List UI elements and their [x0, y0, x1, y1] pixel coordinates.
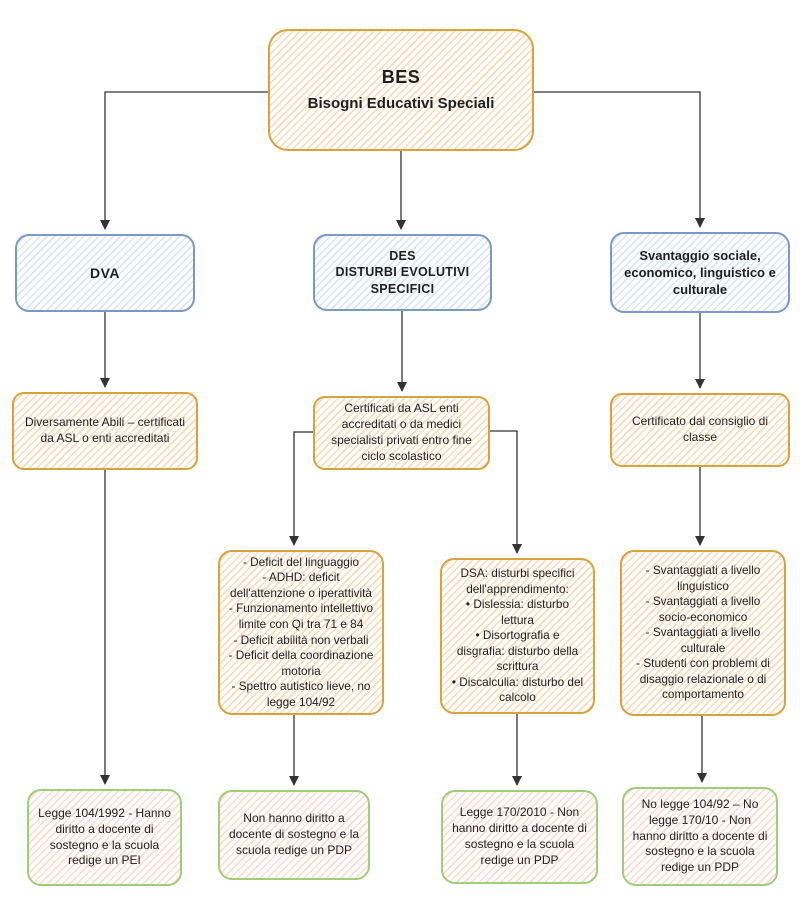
edge-bes-svantaggio	[534, 91, 705, 228]
node-des-altri-label: - Deficit del linguaggio - ADHD: deficit…	[228, 554, 374, 709]
node-outcome-dsa-label: Legge 170/2010 - Non hanno diritto a doc…	[452, 805, 587, 867]
node-outcome-svantaggio-label: No legge 104/92 – No legge 170/10 - Non …	[632, 796, 768, 875]
node-des-altri: - Deficit del linguaggio - ADHD: deficit…	[218, 550, 384, 715]
node-dva-cert: Diversamente Abili – certificati da ASL …	[12, 392, 198, 470]
node-dva-cert-label: Diversamente Abili – certificati da ASL …	[24, 415, 186, 445]
node-dva-label: DVA	[89, 264, 121, 281]
node-outcome-des-altri: Non hanno diritto a docente di sostegno …	[218, 790, 370, 880]
node-outcome-dsa: Legge 170/2010 - Non hanno diritto a doc…	[441, 790, 598, 884]
node-des-cert-label: Certificati da ASL enti accreditati o da…	[331, 401, 472, 463]
node-outcome-svantaggio: No legge 104/92 – No legge 170/10 - Non …	[622, 787, 778, 886]
node-des-cert: Certificati da ASL enti accreditati o da…	[313, 396, 490, 470]
node-outcome-des-altri-label: Non hanno diritto a docente di sostegno …	[228, 811, 360, 857]
node-svantaggio-cert: Certificato dal consiglio di classe	[610, 393, 790, 467]
node-svantaggio: Svantaggio sociale, economico, linguisti…	[610, 232, 790, 313]
node-outcome-dva: Legge 104/1992 - Hanno diritto a docente…	[27, 789, 182, 886]
node-dsa-label: DSA: disturbi specifici dell'apprendimen…	[451, 565, 584, 705]
node-dva: DVA	[15, 234, 195, 312]
node-outcome-dva-label: Legge 104/1992 - Hanno diritto a docente…	[38, 805, 171, 868]
node-bes-subtitle: Bisogni Educativi Speciali	[307, 94, 495, 112]
node-des: DES DISTURBI EVOLUTIVI SPECIFICI	[313, 234, 492, 311]
node-svantaggio-cert-label: Certificato dal consiglio di classe	[631, 414, 769, 444]
node-des-label: DES DISTURBI EVOLUTIVI SPECIFICI	[335, 248, 470, 296]
edge-cert-dsa	[490, 430, 522, 554]
edge-bes-dva	[100, 91, 268, 230]
edge-cert-des-altri	[289, 431, 313, 546]
node-dsa: DSA: disturbi specifici dell'apprendimen…	[440, 558, 595, 714]
node-svantaggio-label: Svantaggio sociale, economico, linguisti…	[624, 247, 776, 298]
node-svantaggiati-label: - Svantaggiati a livello linguistico - S…	[636, 562, 770, 702]
node-svantaggiati: - Svantaggiati a livello linguistico - S…	[620, 550, 786, 716]
node-bes-title: BES	[381, 67, 421, 88]
node-bes: BES Bisogni Educativi Speciali	[268, 29, 534, 151]
